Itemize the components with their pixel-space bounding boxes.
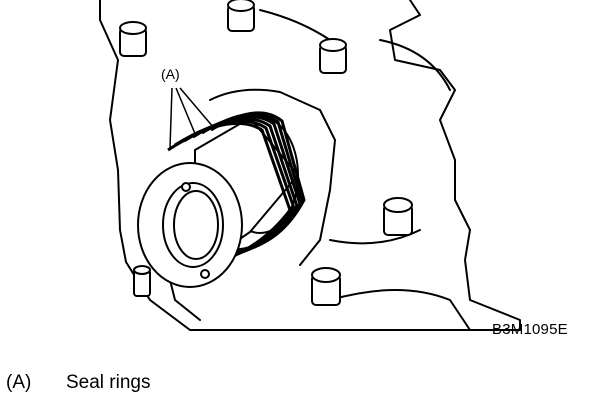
sleeve-hole-top [181,182,191,192]
housing-flange [209,88,336,266]
bolt-top-center [227,0,255,32]
sleeve-bore [162,182,224,268]
housing-outline [99,0,521,331]
bolt-right [383,197,413,236]
housing-rib-4 [259,9,331,41]
callout-leader-1 [169,87,173,149]
bolt-lower [311,267,341,306]
callout-leader-2 [175,87,197,137]
bolt-left-small [133,265,151,297]
drawing-code: B3M1095E [492,321,568,338]
sleeve-bore-inner [173,190,219,260]
housing-lower-cover [329,289,471,331]
sleeve-hole-bottom [200,269,210,279]
legend-label: Seal rings [66,372,151,393]
housing-rib-1 [379,39,451,91]
callout-label-a: (A) [161,66,180,82]
callout-leader-3 [179,87,215,129]
bolt-upper-right [319,38,347,74]
bolt-top-left [119,21,147,57]
legend-key: (A) [6,372,32,393]
legend: (A) Seal rings [6,372,151,394]
seal-rings [167,111,306,267]
